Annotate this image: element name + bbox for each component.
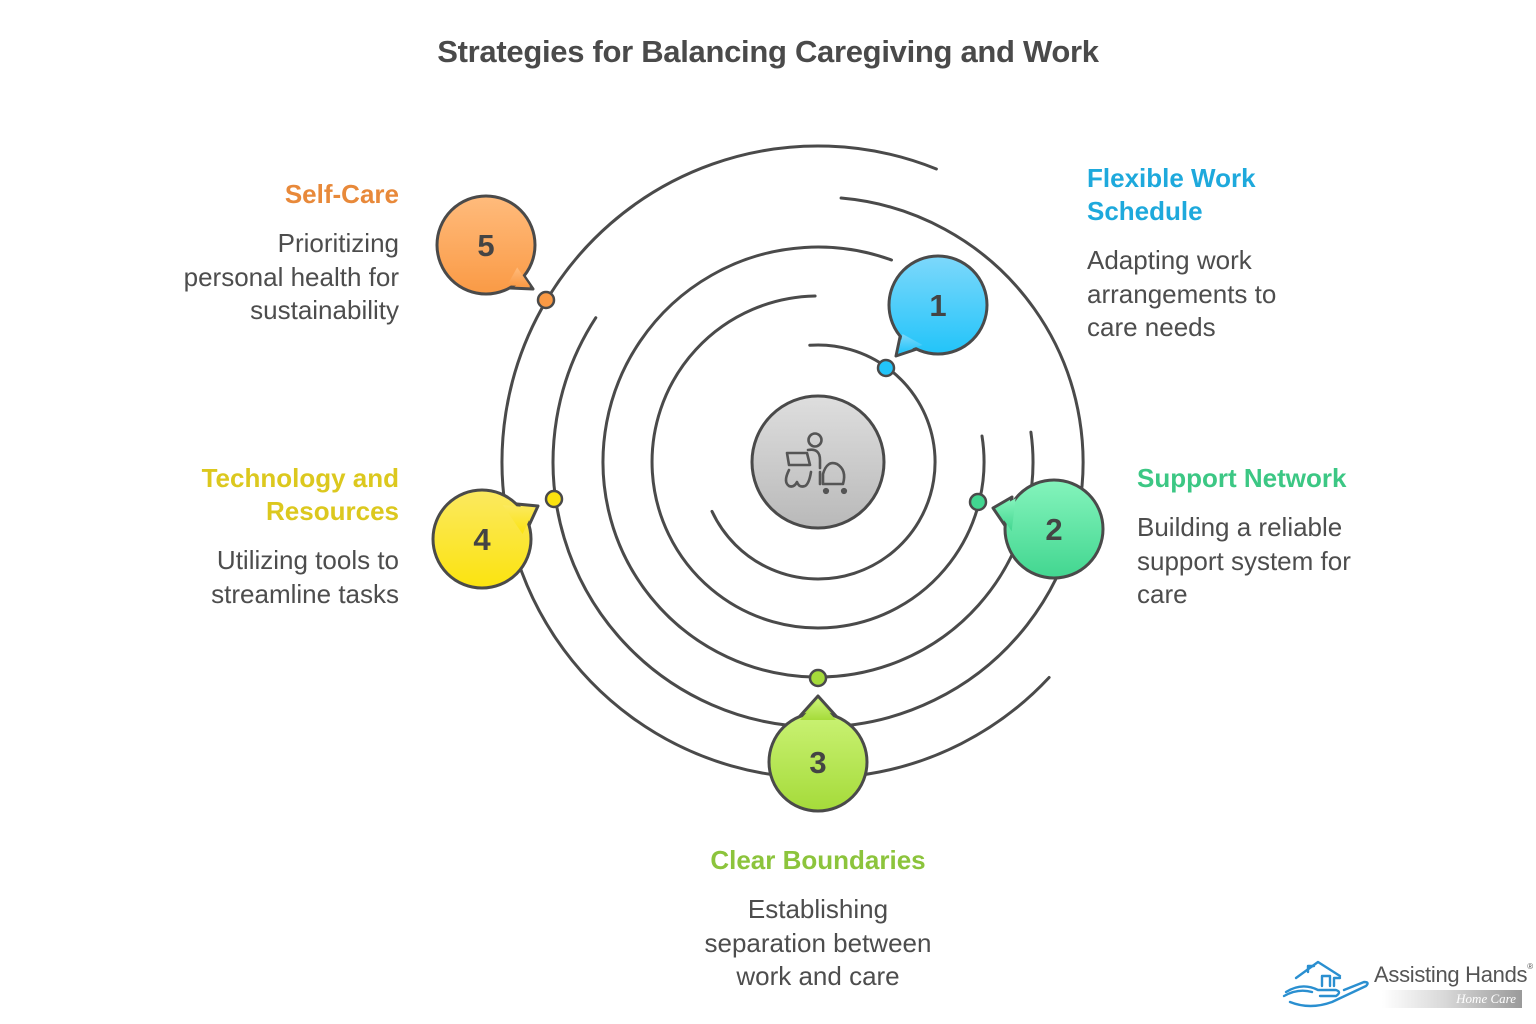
bubble-circle [435, 194, 537, 296]
description-line: Utilizing tools to [216, 545, 399, 575]
heading-line: Schedule [1087, 196, 1203, 226]
heading-line: Self-Care [284, 179, 399, 209]
center-node [750, 394, 886, 530]
step-number: 3 [809, 745, 826, 780]
description-line: care needs [1087, 312, 1216, 342]
connector-dot-3 [808, 668, 828, 688]
bubble-pointer-fill [800, 699, 836, 720]
description-line: streamline tasks [211, 578, 399, 609]
bubble-pointer-fill [898, 333, 923, 353]
step-1-bubble: 1 [887, 254, 989, 358]
step-number: 4 [473, 522, 491, 557]
description-line: Building a reliable [1137, 512, 1343, 542]
step-5-heading: Self-Care [100, 178, 399, 211]
bubble-circle [887, 254, 989, 356]
step-4-bubble: 4 [431, 488, 540, 590]
assisting-hands-logo: Assisting Hands® Home Care [1282, 956, 1533, 1012]
registered-mark: ® [1527, 962, 1533, 971]
connector-dot-1 [876, 358, 896, 378]
step-4-heading: Technology and Resources [100, 462, 399, 528]
step-number: 2 [1045, 512, 1062, 547]
description-line: personal health for [183, 261, 399, 292]
step-1-description: Adapting work arrangements to care needs [1087, 244, 1276, 345]
diagram-title: Strategies for Balancing Caregiving and … [437, 34, 1099, 69]
bubble-pointer-fill [507, 267, 531, 287]
logo-tagline: Home Care [1456, 991, 1516, 1006]
step-3-text: Clear Boundaries Establishing separation… [618, 844, 1018, 994]
bubble-circle [1003, 478, 1105, 580]
connector-dot-4 [544, 489, 564, 509]
ring-2-arc [650, 294, 986, 630]
heading-line: Clear Boundaries [710, 845, 926, 875]
heading-line: Technology and [201, 463, 399, 493]
step-3-heading: Clear Boundaries [618, 844, 1018, 877]
bubble-circle [431, 488, 533, 590]
heading-line: Flexible Work [1087, 163, 1256, 193]
step-2-text: Support Network Building a reliable supp… [1137, 462, 1351, 612]
description-line: sustainability [250, 295, 399, 325]
step-number: 5 [477, 228, 494, 263]
step-1-text: Flexible Work Schedule Adapting work arr… [1087, 162, 1276, 345]
description-line: care [1137, 579, 1188, 609]
step-4-text: Technology and Resources Utilizing tools… [100, 462, 399, 611]
description-line: Prioritizing [277, 228, 399, 258]
bubble-pointer-fill [502, 504, 535, 534]
logo-tagline-bar: Home Care [1382, 990, 1522, 1008]
description-line: arrangements to [1087, 278, 1277, 309]
ring-4-arc [551, 196, 1085, 729]
bubble-pointer-fill [996, 498, 1016, 532]
ring-3-arc [601, 245, 1035, 679]
logo-name-text: Assisting Hands [1374, 962, 1528, 987]
step-4-description: Utilizing tools to streamline tasks [100, 544, 399, 611]
connector-dot-2 [968, 492, 988, 512]
step-5-description: Prioritizing personal health for sustain… [100, 227, 399, 328]
step-2-heading: Support Network [1137, 462, 1351, 495]
step-number: 1 [929, 288, 946, 323]
description-line: support system for [1137, 545, 1351, 576]
description-line: work and care [736, 961, 900, 991]
step-5-text: Self-Care Prioritizing personal health f… [100, 178, 399, 328]
description-line: Establishing [747, 894, 889, 924]
step-1-heading: Flexible Work Schedule [1087, 162, 1276, 228]
step-5-bubble: 5 [435, 194, 537, 296]
step-3-bubble: 3 [767, 694, 869, 813]
description-line: separation between [704, 927, 932, 958]
center-circle [750, 394, 886, 530]
step-2-description: Building a reliable support system for c… [1137, 511, 1351, 612]
heading-line: Support Network [1137, 463, 1347, 493]
step-3-description: Establishing separation between work and… [618, 893, 1018, 994]
description-line: Adapting work [1087, 245, 1252, 275]
connector-dot-5 [536, 290, 556, 310]
hand-holding-house-icon [1282, 960, 1369, 1008]
caregiver-working-laptop-stroller-icon [784, 432, 848, 495]
heading-line: Resources [266, 496, 399, 526]
logo-name: Assisting Hands® [1374, 962, 1533, 988]
step-2-bubble: 2 [991, 478, 1105, 580]
